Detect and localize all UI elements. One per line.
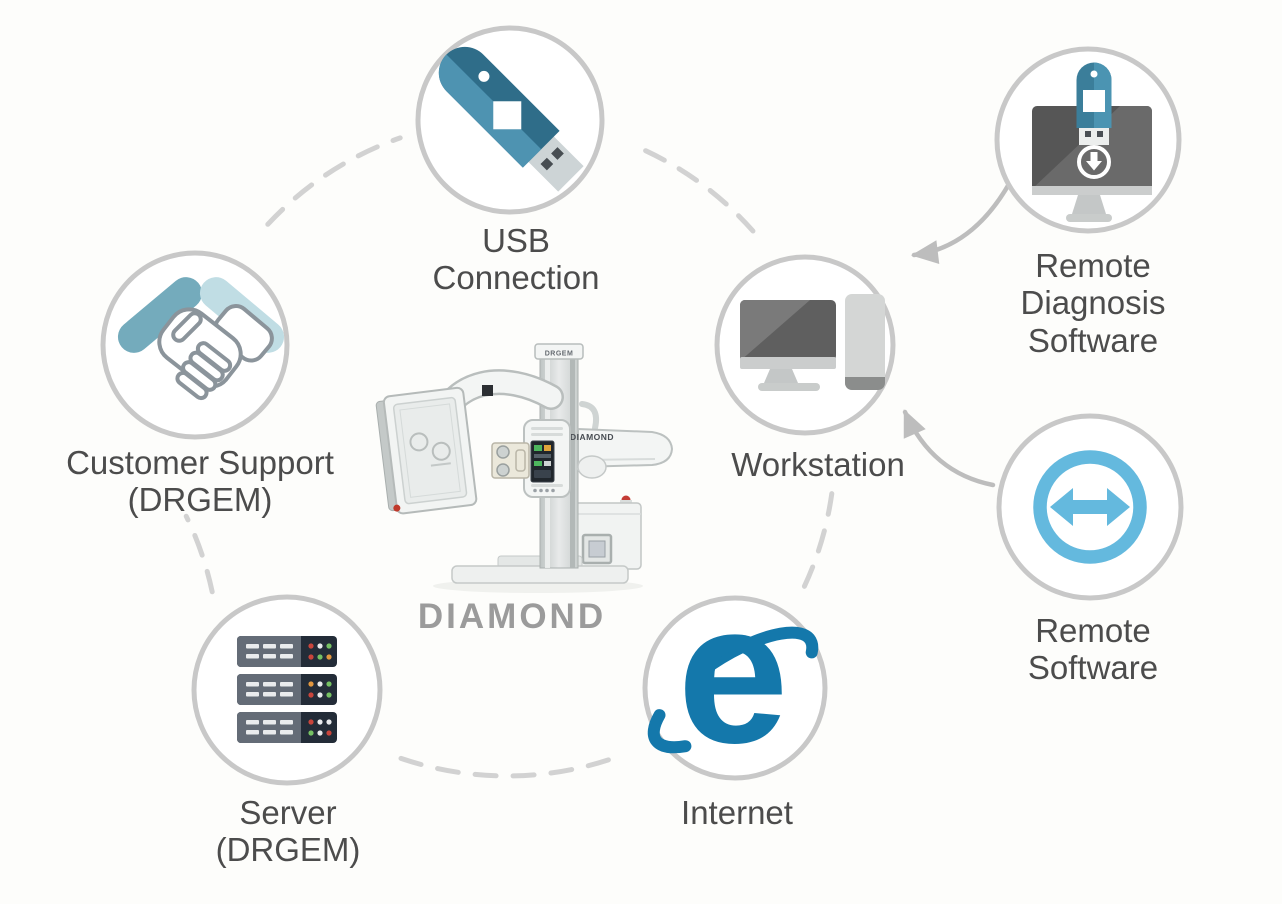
node-label-remote-software: Remote Software <box>1027 612 1159 687</box>
machine-arm-label: DIAMOND <box>570 432 614 442</box>
node-circle-internet <box>642 595 828 781</box>
svg-text:e: e <box>677 562 788 785</box>
handshake-icon <box>117 277 285 401</box>
desktop-computer-icon <box>740 294 885 391</box>
dashed-arc-usb-workstation <box>643 148 765 245</box>
diamond-xray-machine: DRGEM DIAMOND <box>375 343 674 593</box>
node-label-usb-connection: USB Connection <box>432 222 600 297</box>
monitor-usb-download-icon <box>1032 62 1152 222</box>
machine-column-label: DRGEM <box>545 351 574 358</box>
node-label-internet: Internet <box>681 794 793 831</box>
server-rack-icon <box>237 636 337 743</box>
machine-caption: DIAMOND <box>417 597 607 636</box>
internet-explorer-icon: e <box>647 562 819 785</box>
node-label-server: Server (DRGEM) <box>215 794 361 869</box>
dashed-arc-server-internet <box>397 755 611 779</box>
dashed-arc-customer-usb <box>265 135 403 227</box>
arrow-remote-diagnosis-to-workstation <box>911 181 1012 265</box>
node-label-customer-support: Customer Support (DRGEM) <box>66 444 334 519</box>
remote-session-arrows-icon <box>1033 450 1147 564</box>
dashed-arc-workstation-internet <box>799 491 835 595</box>
dashed-connection-ring <box>183 135 835 779</box>
node-label-workstation: Workstation <box>731 446 905 483</box>
arrow-remote-software-to-workstation <box>902 409 996 488</box>
arrows <box>902 181 1012 488</box>
usb-flash-drive-icon <box>438 46 584 192</box>
node-label-remote-diagnosis-software: Remote Diagnosis Software <box>1020 247 1166 359</box>
dashed-arc-customer-server <box>183 513 215 595</box>
